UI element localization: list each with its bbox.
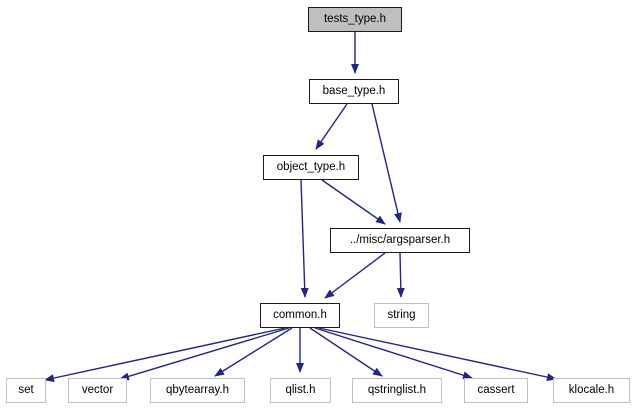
graph-edge-object_type-to-common (300, 179, 309, 298)
graph-node-label: set (18, 383, 34, 396)
graph-node-label: tests_type.h (323, 12, 386, 25)
graph-node-set[interactable]: set (6, 378, 46, 403)
graph-node-klocale[interactable]: klocale.h (553, 378, 630, 403)
graph-node-string[interactable]: string (374, 303, 429, 328)
graph-node-label: cassert (477, 383, 515, 396)
graph-node-vector[interactable]: vector (68, 378, 127, 403)
graph-edge-common-to-qbytearray (214, 327, 293, 377)
graph-edge-common-to-vector (119, 327, 290, 381)
graph-edge-object_type-to-argsparser (321, 179, 386, 225)
graph-node-argsparser[interactable]: ../misc/argsparser.h (330, 228, 470, 253)
graph-node-label: ../misc/argsparser.h (349, 233, 451, 246)
graph-node-label: qlist.h (285, 383, 316, 396)
graph-edge-common-to-qstringlist (309, 327, 383, 377)
graph-node-cassert[interactable]: cassert (464, 378, 528, 403)
graph-node-qlist[interactable]: qlist.h (270, 378, 331, 403)
graph-edge-argsparser-to-common (324, 252, 386, 299)
graph-node-qstringlist[interactable]: qstringlist.h (352, 378, 442, 403)
graph-edge-common-to-klocale (318, 327, 557, 382)
graph-node-label: string (387, 308, 416, 321)
graph-edge-common-to-set (44, 327, 286, 383)
graph-node-label: common.h (273, 308, 327, 321)
graph-node-object_type[interactable]: object_type.h (263, 155, 359, 180)
graph-node-label: qstringlist.h (367, 383, 427, 396)
graph-node-label: qbytearray.h (165, 383, 230, 396)
graph-edge-base_type-to-object_type (315, 103, 348, 150)
graph-edge-common-to-cassert (314, 327, 473, 380)
graph-edge-base_type-to-argsparser (371, 103, 402, 223)
graph-node-common[interactable]: common.h (260, 303, 340, 328)
graph-edge-argsparser-to-string (396, 252, 405, 298)
graph-node-qbytearray[interactable]: qbytearray.h (150, 378, 245, 403)
graph-node-label: klocale.h (568, 383, 615, 396)
graph-node-base_type[interactable]: base_type.h (309, 79, 399, 104)
graph-node-label: base_type.h (322, 84, 386, 97)
graph-node-tests_type: tests_type.h (308, 7, 402, 32)
graph-node-label: vector (81, 383, 114, 396)
graph-node-label: object_type.h (276, 160, 346, 173)
